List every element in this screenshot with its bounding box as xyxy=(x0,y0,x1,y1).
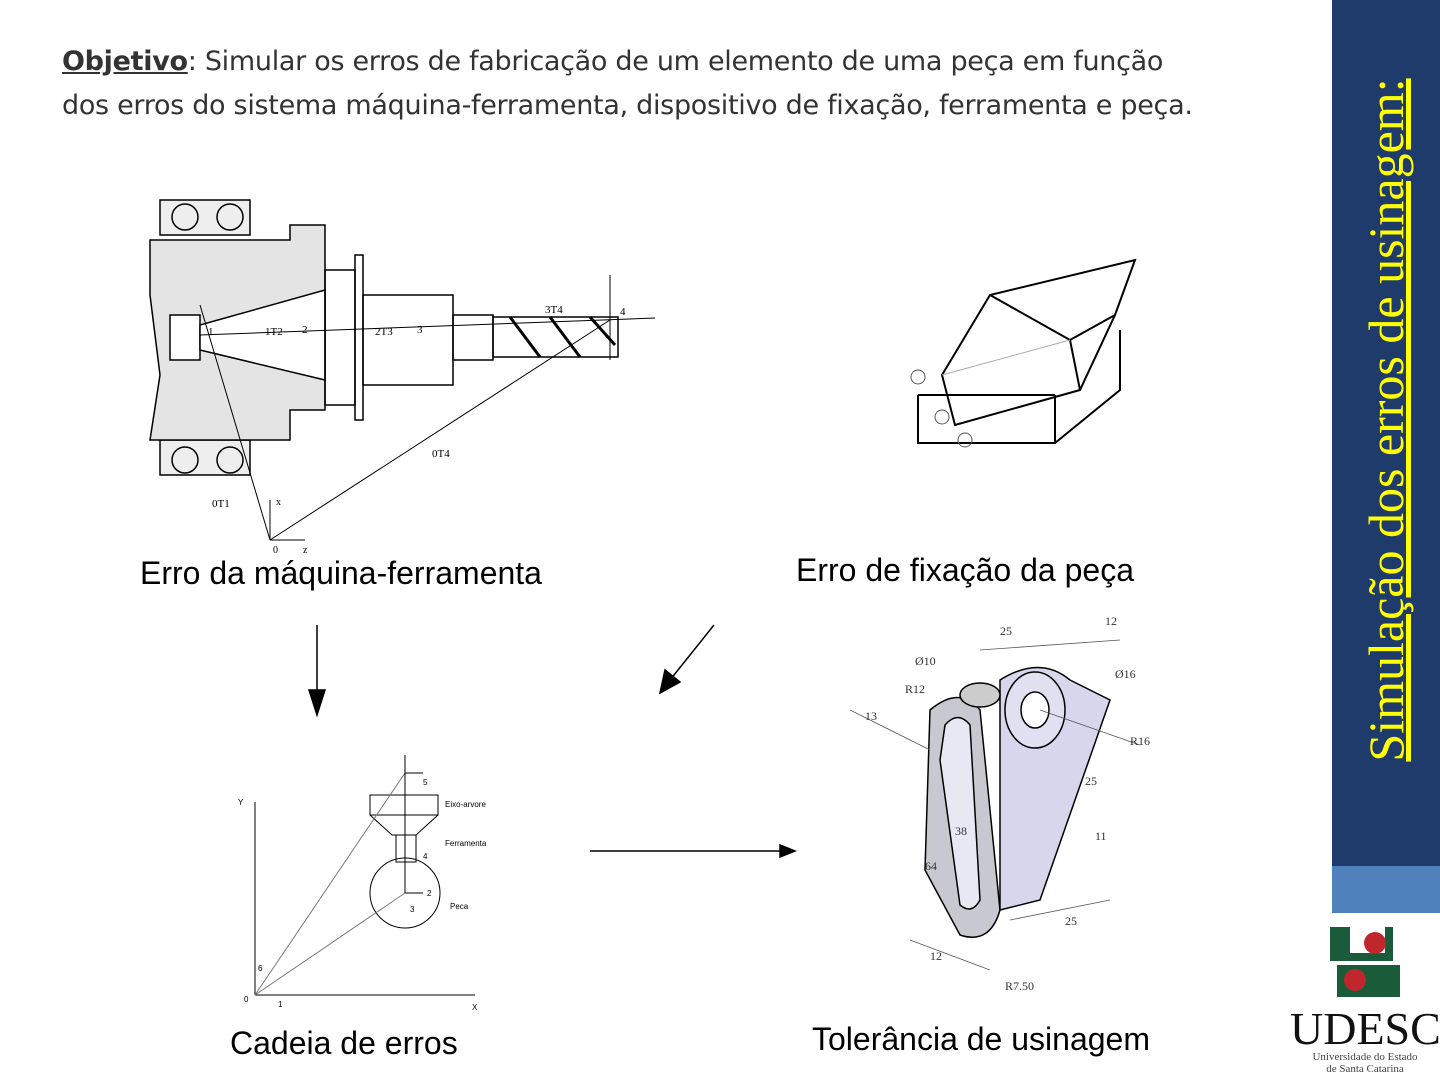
objective-label: Objetivo xyxy=(62,46,188,77)
machine-label: 0 xyxy=(273,545,278,556)
chain-label: Peca xyxy=(450,902,469,911)
chain-label: 5 xyxy=(423,778,428,787)
dim-label: Ø10 xyxy=(915,654,936,668)
chain-label: 2 xyxy=(427,889,432,898)
dim-label: 11 xyxy=(1095,829,1107,843)
dim-label: 25 xyxy=(1000,624,1012,638)
dim-label: 38 xyxy=(955,824,967,838)
objective-body: : Simular os erros de fabricação de um e… xyxy=(62,46,1193,121)
dim-label: 13 xyxy=(865,709,877,723)
flow-arrows xyxy=(307,624,798,859)
fixture-diagram xyxy=(910,258,1137,448)
dim-label: 25 xyxy=(1085,774,1097,788)
chain-label: 6 xyxy=(258,964,263,973)
arrow-down-left-icon xyxy=(658,668,682,695)
dim-label: R7.50 xyxy=(1005,979,1034,993)
udesc-logo: UDESC Universidade do Estado de Santa Ca… xyxy=(1290,925,1440,1075)
machine-label: z xyxy=(303,545,308,556)
error-chain-diagram: Y X 0 1 2 3 4 5 6 Eixo-arvore Ferramenta… xyxy=(238,755,487,1012)
dim-label: Ø16 xyxy=(1115,667,1136,681)
machine-label: 3 xyxy=(417,324,423,336)
machine-tool-diagram: 1 1T2 2 2T3 3 3T4 4 0T4 0T1 x 0 z xyxy=(149,199,656,556)
machine-label: 0T1 xyxy=(212,498,230,510)
chain-label: 1 xyxy=(278,1000,283,1009)
machine-label: x xyxy=(276,497,281,508)
chain-label: Y xyxy=(238,798,244,807)
chain-label: Eixo-arvore xyxy=(445,800,486,809)
chain-label: Ferramenta xyxy=(445,839,487,848)
logo-name: UDESC xyxy=(1290,1003,1440,1054)
chain-label: X xyxy=(472,1003,478,1012)
machine-label: 2T3 xyxy=(375,326,393,338)
udesc-emblem-icon xyxy=(1330,927,1400,997)
sidebar-accent xyxy=(1332,866,1440,913)
machine-label: 3T4 xyxy=(545,304,563,316)
logo-line2: de Santa Catarina xyxy=(1326,1063,1404,1075)
slide-title: Simulação dos erros de usinagem: xyxy=(1358,78,1414,762)
objective-text: Objetivo: Simular os erros de fabricação… xyxy=(62,40,1212,128)
dim-label: 12 xyxy=(930,949,942,963)
machine-label: 1T2 xyxy=(265,326,283,338)
arrow-right-icon xyxy=(779,843,798,859)
chain-label: 0 xyxy=(244,995,249,1004)
caption-tolerance: Tolerância de usinagem xyxy=(812,1021,1150,1057)
caption-machine: Erro da máquina-ferramenta xyxy=(140,555,542,591)
arrow-down-icon xyxy=(307,689,327,718)
caption-chain: Cadeia de erros xyxy=(230,1025,458,1061)
machine-label: 0T4 xyxy=(432,448,450,460)
logo-line1: Universidade do Estado xyxy=(1312,1051,1418,1063)
caption-fixture: Erro de fixação da peça xyxy=(796,552,1134,588)
machine-label: 4 xyxy=(620,306,626,318)
chain-label: 3 xyxy=(410,905,415,914)
dim-label: 64 xyxy=(925,859,937,873)
dim-label: R12 xyxy=(905,682,925,696)
dim-label: R16 xyxy=(1130,734,1150,748)
machine-label: 2 xyxy=(302,324,308,336)
chain-label: 4 xyxy=(423,852,428,861)
part-drawing: 25 12 Ø10 Ø16 R12 13 R16 25 38 11 64 25 … xyxy=(849,614,1150,993)
machine-label: 1 xyxy=(208,326,214,338)
dim-label: 25 xyxy=(1065,914,1077,928)
sidebar-band xyxy=(1332,0,1440,866)
dim-label: 12 xyxy=(1105,614,1117,628)
